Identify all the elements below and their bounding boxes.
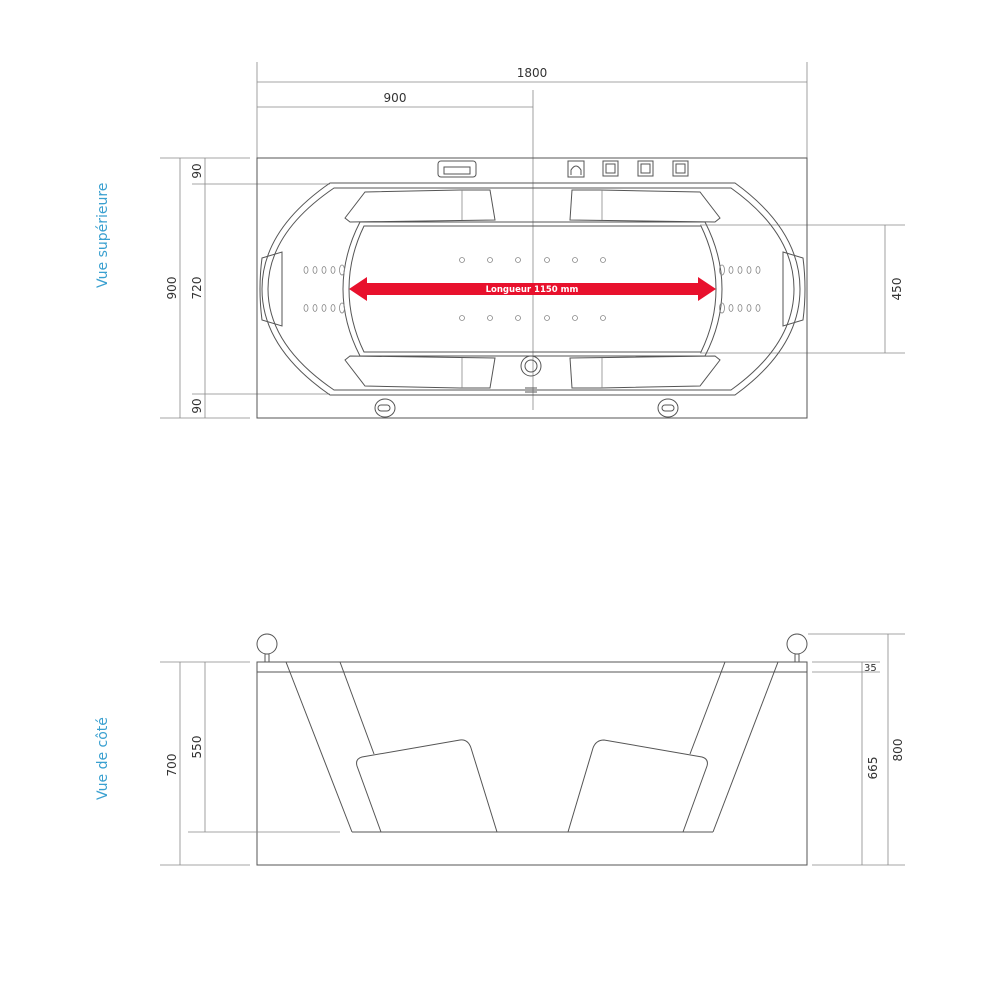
faucet-spout — [443, 166, 471, 175]
dim-half-length: 900 — [384, 91, 407, 105]
backrest-right — [567, 739, 708, 833]
side-view-label: Vue de côté — [95, 717, 111, 800]
side-handle-right — [786, 633, 808, 655]
handle-left — [374, 398, 396, 418]
length-arrow — [349, 277, 716, 301]
dim-rim-thickness: 35 — [864, 663, 877, 674]
top-view-label: Vue supérieure — [95, 183, 111, 288]
side-body — [256, 661, 808, 866]
length-arrow-label: Longueur 1150 mm — [486, 285, 579, 295]
seat-bottom-right — [569, 355, 721, 389]
handle-right — [657, 398, 679, 418]
seat-top-left — [344, 189, 496, 223]
jets-center — [459, 257, 606, 321]
drain — [520, 355, 542, 377]
dim-rim-bottom: 90 — [190, 398, 204, 413]
dim-interior-height: 665 — [866, 757, 880, 780]
control-button-2 — [602, 160, 619, 177]
jets-right — [719, 264, 761, 314]
side-view: Vue de côté 700 550 35 665 — [95, 633, 905, 866]
pillow-right — [782, 251, 806, 327]
jets-left — [303, 264, 345, 314]
dim-total-width: 900 — [165, 277, 179, 300]
faucet — [437, 160, 477, 178]
dim-total-length: 1800 — [517, 66, 548, 80]
control-button-4 — [672, 160, 689, 177]
dim-rim-top: 90 — [190, 163, 204, 178]
side-handle-left — [256, 633, 278, 655]
seat-bottom-left — [344, 355, 496, 389]
dim-body-height: 700 — [165, 754, 179, 777]
top-view: Vue supérieure 1800 900 900 720 90 90 45… — [95, 62, 905, 419]
dim-overall-height: 800 — [891, 739, 905, 762]
tub-outline — [256, 157, 808, 419]
dim-seat-gap: 450 — [890, 278, 904, 301]
control-button-3 — [637, 160, 654, 177]
dim-inner-depth: 550 — [190, 736, 204, 759]
dim-inner-width: 720 — [190, 277, 204, 300]
seat-top-right — [569, 189, 721, 223]
control-button-1 — [567, 160, 585, 178]
pillow-left — [259, 251, 283, 327]
backrest-left — [356, 739, 498, 833]
